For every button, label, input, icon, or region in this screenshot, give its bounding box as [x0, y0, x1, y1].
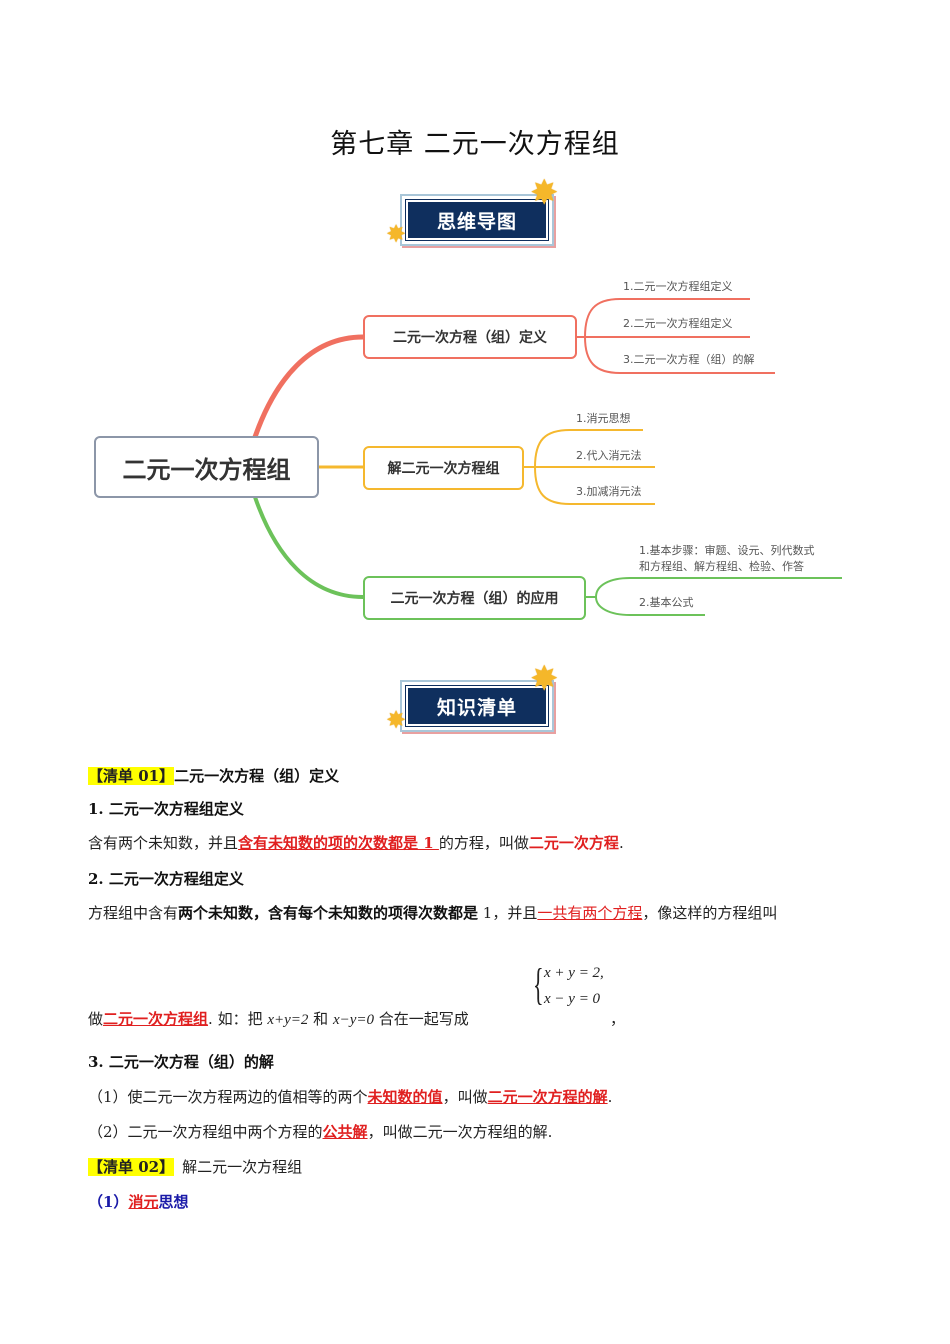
- section-2-title: 2. 二元一次方程组定义: [88, 870, 244, 888]
- leaf-item: 3.二元一次方程（组）的解: [623, 353, 755, 366]
- list02-title: 解二元一次方程组: [182, 1158, 303, 1176]
- text: .: [607, 1088, 613, 1106]
- text: 含有两个未知数，并且: [88, 834, 239, 852]
- list01-tag: 【清单 01】: [88, 767, 175, 785]
- mindmap-banner: 思维导图 ✸ ✸: [386, 176, 559, 246]
- section-2-paragraph: 方程组中含有两个未知数，含有每个未知数的项得次数都是 1，并且一共有两个方程，像…: [88, 902, 777, 923]
- text: （1）: [88, 1193, 129, 1211]
- highlight-text: 含有未知数的项的次数都是 1: [238, 834, 439, 852]
- brace-symbol: {: [533, 960, 544, 1009]
- highlight-text: 未知数的值: [367, 1088, 443, 1106]
- star-icon: ✸: [386, 220, 407, 248]
- branch-label: 二元一次方程（组）定义: [393, 330, 547, 346]
- highlight-text: 二元一次方程的解: [487, 1088, 608, 1106]
- highlight-text: 二元一次方程: [528, 834, 619, 852]
- text: 和: [308, 1010, 333, 1028]
- highlight-text: 消元: [128, 1193, 159, 1211]
- section-3-title: 3. 二元一次方程（组）的解: [88, 1053, 274, 1071]
- leaf-item: 1.二元一次方程组定义: [623, 280, 733, 293]
- page-title: 第七章 二元一次方程组: [330, 129, 620, 160]
- knowledge-banner-label: 知识清单: [405, 685, 549, 727]
- list02-heading: 【清单 02】解二元一次方程组: [88, 1156, 302, 1177]
- text: 的方程，叫做: [438, 834, 529, 852]
- star-icon: ✸: [386, 706, 407, 734]
- system-equation-2: x − y = 0: [544, 991, 601, 1007]
- knowledge-banner: 知识清单 ✸ ✸: [386, 662, 559, 732]
- inline-equation: x+y=2: [267, 1012, 309, 1028]
- leaf-item: 3.加减消元法: [576, 485, 642, 498]
- mindmap-banner-label: 思维导图: [405, 199, 549, 241]
- branch-label: 解二元一次方程组: [387, 461, 500, 477]
- star-icon: ✸: [530, 173, 559, 213]
- text: ，叫做二元一次方程组的解.: [367, 1123, 553, 1141]
- text: ，叫做: [442, 1088, 488, 1106]
- text: 方程组中含有: [88, 904, 179, 922]
- leaf-item: 2.基本公式: [639, 596, 694, 609]
- highlight-text: 一共有两个方程: [537, 904, 643, 922]
- leaf-item: 和方程组、解方程组、检验、作答: [639, 560, 804, 573]
- text: .: [618, 834, 624, 852]
- system-equation-1: x + y = 2,: [544, 965, 604, 981]
- list02-tag: 【清单 02】: [88, 1158, 175, 1176]
- star-icon: ✸: [530, 659, 559, 699]
- text: ，像这样的方程组叫: [642, 904, 778, 922]
- leaf-item: 2.代入消元法: [576, 449, 642, 462]
- leaf-item: 1.消元思想: [576, 412, 631, 425]
- text: （2）二元一次方程组中两个方程的: [88, 1123, 323, 1141]
- branch-label: 二元一次方程（组）的应用: [390, 591, 559, 607]
- text: 做: [88, 1010, 104, 1028]
- text: 合在一起写成: [374, 1010, 469, 1028]
- text: （1）使二元一次方程两边的值相等的两个: [88, 1088, 368, 1106]
- section-2-paragraph-line2: 做二元一次方程组. 如：把 x+y=2 和 x−y=0 合在一起写成: [88, 1008, 648, 1029]
- text: . 如：把: [208, 1010, 268, 1028]
- branch-node-solve: 解二元一次方程组: [363, 446, 524, 490]
- text: 思想: [158, 1193, 189, 1211]
- leaf-item: 1.基本步骤：审题、设元、列代数式: [639, 544, 815, 557]
- mindmap-root-node: 二元一次方程组: [94, 436, 319, 498]
- text: 1，并且: [478, 904, 538, 922]
- bold-text: 两个未知数，含有每个未知数的项得次数都是: [178, 904, 479, 922]
- inline-equation: x−y=0: [332, 1012, 375, 1028]
- leaf-item: 2.二元一次方程组定义: [623, 317, 733, 330]
- section-1-title: 1. 二元一次方程组定义: [88, 800, 244, 818]
- list02-subheading: （1）消元思想: [88, 1191, 188, 1212]
- branch-node-definition: 二元一次方程（组）定义: [363, 315, 577, 359]
- root-label: 二元一次方程组: [122, 455, 291, 484]
- highlight-text: 二元一次方程组: [103, 1010, 209, 1028]
- list01-title: 二元一次方程（组）定义: [174, 767, 340, 785]
- comma: ，: [610, 1010, 626, 1028]
- section-3-item-2: （2）二元一次方程组中两个方程的公共解，叫做二元一次方程组的解.: [88, 1121, 552, 1142]
- section-3-item-1: （1）使二元一次方程两边的值相等的两个未知数的值，叫做二元一次方程的解.: [88, 1086, 612, 1107]
- branch-node-application: 二元一次方程（组）的应用: [363, 576, 586, 620]
- mindmap-connectors: [252, 298, 842, 616]
- list01-heading: 【清单 01】二元一次方程（组）定义: [88, 765, 339, 786]
- highlight-text: 公共解: [322, 1123, 368, 1141]
- section-1-paragraph: 含有两个未知数，并且含有未知数的项的次数都是 1 的方程，叫做二元一次方程.: [88, 832, 624, 853]
